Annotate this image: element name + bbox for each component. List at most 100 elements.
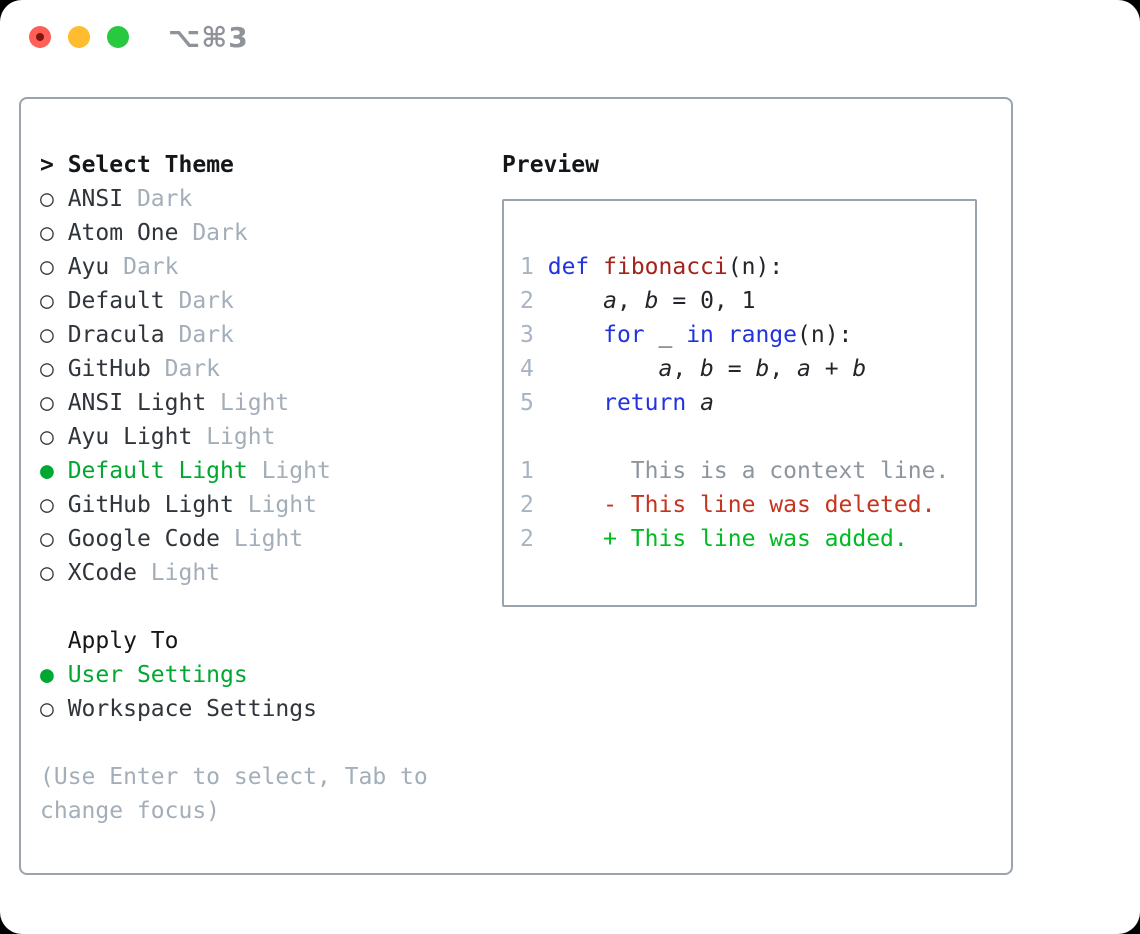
- preview-line: 5 return a: [520, 386, 961, 420]
- radio-icon: ○: [40, 492, 54, 518]
- option-variant-label: Light: [206, 390, 290, 416]
- line-number: 2: [520, 288, 534, 314]
- line-number: 1: [520, 458, 534, 484]
- window-title: ⌥⌘3: [168, 21, 249, 54]
- hint-text-line2: change focus): [40, 798, 221, 824]
- radio-icon: ○: [40, 696, 54, 722]
- theme-option-atom-one[interactable]: ○ Atom One Dark: [40, 216, 428, 250]
- option-label: Default Light: [53, 458, 248, 484]
- code-token: + This line was added.: [603, 526, 908, 552]
- option-variant-label: Dark: [150, 356, 221, 382]
- theme-option-xcode[interactable]: ○ XCode Light: [40, 556, 428, 590]
- code-token: def: [547, 254, 590, 280]
- option-variant-label: Light: [247, 458, 331, 484]
- code-token: ,: [769, 356, 798, 382]
- option-label: User Settings: [53, 662, 248, 688]
- code-token: b: [700, 356, 714, 382]
- theme-selector-column: > Select Theme ○ ANSI Dark○ Atom One Dar…: [40, 148, 428, 828]
- option-variant-label: Light: [233, 492, 317, 518]
- code-token: [589, 254, 603, 280]
- radio-icon: ○: [40, 288, 54, 314]
- code-token: +: [810, 356, 853, 382]
- code-token: (n):: [727, 254, 784, 280]
- theme-option-default[interactable]: ○ Default Dark: [40, 284, 428, 318]
- spacer: [40, 726, 428, 760]
- theme-option-default-light[interactable]: ● Default Light Light: [40, 454, 428, 488]
- radio-icon: ○: [40, 526, 54, 552]
- option-label: ANSI: [53, 186, 124, 212]
- line-number: [520, 424, 534, 450]
- option-variant-label: Light: [192, 424, 276, 450]
- preview-line: 3 for _ in range(n):: [520, 318, 961, 352]
- code-token: a: [658, 356, 673, 382]
- radio-icon: ○: [40, 424, 54, 450]
- radio-icon: ○: [40, 254, 54, 280]
- option-label: Default: [53, 288, 165, 314]
- option-label: GitHub Light: [53, 492, 234, 518]
- apply-to-header: Apply To: [40, 624, 428, 658]
- line-number: 4: [520, 356, 534, 382]
- code-token: This is a context line.: [533, 458, 950, 484]
- code-token: =: [713, 356, 756, 382]
- option-variant-label: Dark: [164, 322, 234, 348]
- code-token: [714, 322, 728, 348]
- preview-line: 2 - This line was deleted.: [520, 488, 961, 522]
- theme-option-ayu[interactable]: ○ Ayu Dark: [40, 250, 428, 284]
- line-number: 5: [520, 390, 534, 416]
- apply-to-title: Apply To: [67, 628, 179, 654]
- theme-option-ansi[interactable]: ○ ANSI Dark: [40, 182, 428, 216]
- theme-list: ○ ANSI Dark○ Atom One Dark○ Ayu Dark○ De…: [40, 182, 428, 590]
- theme-option-github-light[interactable]: ○ GitHub Light Light: [40, 488, 428, 522]
- code-token: a: [700, 390, 714, 416]
- radio-icon: ○: [40, 322, 54, 348]
- option-variant-label: Dark: [109, 254, 179, 280]
- option-label: ANSI Light: [53, 390, 207, 416]
- code-token: b: [755, 356, 770, 382]
- code-token: in: [686, 322, 714, 348]
- minimize-button[interactable]: [68, 26, 90, 48]
- theme-option-dracula[interactable]: ○ Dracula Dark: [40, 318, 428, 352]
- code-token: for: [603, 322, 645, 348]
- option-variant-label: Light: [220, 526, 304, 552]
- code-token: [534, 356, 659, 382]
- radio-selected-icon: ●: [40, 458, 54, 484]
- option-label: Ayu Light: [53, 424, 193, 450]
- line-number: 3: [520, 322, 534, 348]
- theme-option-github[interactable]: ○ GitHub Dark: [40, 352, 428, 386]
- apply-to-list: ● User Settings○ Workspace Settings: [40, 658, 428, 726]
- code-token: range: [727, 322, 798, 348]
- apply-option-workspace-settings[interactable]: ○ Workspace Settings: [40, 692, 428, 726]
- line-number: 1: [520, 254, 534, 280]
- code-token: [534, 492, 603, 518]
- code-token: [534, 390, 603, 416]
- line-number: 2: [520, 526, 534, 552]
- option-label: Google Code: [53, 526, 221, 552]
- theme-option-ayu-light[interactable]: ○ Ayu Light Light: [40, 420, 428, 454]
- option-variant-label: Dark: [164, 288, 234, 314]
- zoom-button[interactable]: [107, 26, 129, 48]
- code-token: b: [852, 356, 867, 382]
- option-variant-label: Light: [136, 560, 221, 586]
- radio-icon: ○: [40, 186, 54, 212]
- code-token: _: [644, 322, 687, 348]
- radio-icon: ○: [40, 560, 54, 586]
- option-label: Workspace Settings: [53, 696, 317, 722]
- code-token: - This line was deleted.: [603, 492, 936, 518]
- theme-option-google-code[interactable]: ○ Google Code Light: [40, 522, 428, 556]
- preview-line: 1 This is a context line.: [520, 454, 961, 488]
- option-label: GitHub: [53, 356, 151, 382]
- code-token: [534, 526, 603, 552]
- preview-line: 4 a, b = b, a + b: [520, 352, 961, 386]
- line-number: 2: [520, 492, 534, 518]
- code-token: (n):: [797, 322, 853, 348]
- spacer: [40, 590, 428, 624]
- preview-column: Preview 1 def fibonacci(n):2 a, b = 0, 1…: [502, 148, 977, 607]
- apply-option-user-settings[interactable]: ● User Settings: [40, 658, 428, 692]
- titlebar: ⌥⌘3: [0, 0, 1140, 74]
- option-label: Atom One: [53, 220, 179, 246]
- code-token: [534, 254, 548, 280]
- theme-option-ansi-light[interactable]: ○ ANSI Light Light: [40, 386, 428, 420]
- close-button[interactable]: [29, 26, 51, 48]
